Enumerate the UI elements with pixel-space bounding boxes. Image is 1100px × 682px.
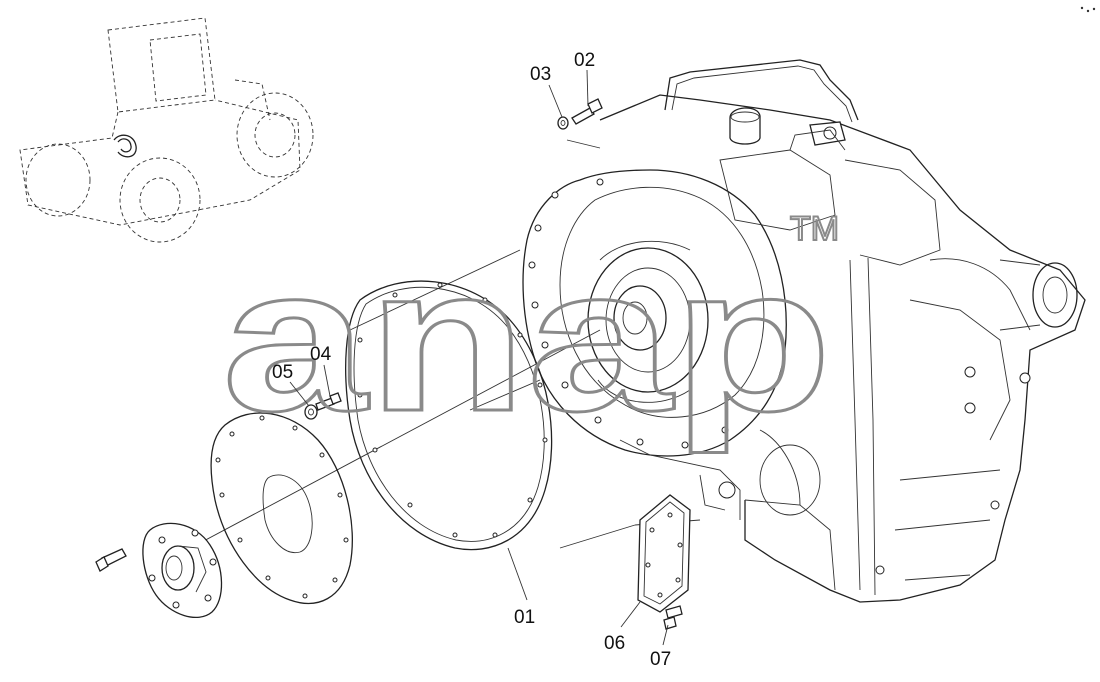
callout-05: 05	[272, 362, 293, 383]
drive-flange-hub	[95, 522, 223, 619]
loader-locator-icon	[19, 17, 314, 243]
watermark-text: anap	[222, 225, 832, 454]
flex-plate-disc	[210, 412, 353, 605]
washer-03	[557, 116, 569, 130]
leader-lines	[289, 69, 669, 646]
callout-07: 07	[650, 649, 671, 670]
callout-06: 06	[604, 633, 625, 654]
washer-05	[304, 404, 318, 420]
callout-03: 03	[530, 64, 551, 85]
bolt-07	[663, 605, 683, 630]
watermark: anap TM	[221, 209, 841, 456]
callout-01: 01	[514, 607, 535, 628]
watermark-trademark: TM	[790, 210, 839, 248]
bolt-04	[315, 392, 342, 411]
inspection-cover-plate	[637, 494, 691, 613]
callout-04: 04	[310, 344, 332, 365]
gasket-ring	[345, 280, 553, 551]
callout-02: 02	[574, 50, 595, 71]
bolt-02	[571, 98, 603, 125]
transmission-housing	[522, 59, 1086, 603]
corner-mark	[1080, 6, 1096, 13]
